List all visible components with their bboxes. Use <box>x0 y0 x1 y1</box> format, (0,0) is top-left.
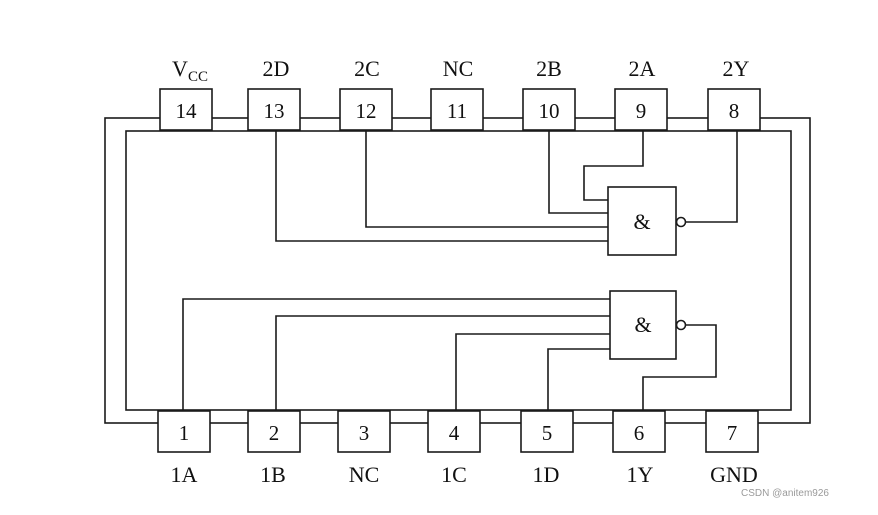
pin-number-7: 7 <box>727 421 738 445</box>
pin-label-14-sub: CC <box>188 69 208 85</box>
pin-number-1: 1 <box>179 421 190 445</box>
pin-number-3: 3 <box>359 421 370 445</box>
pin-box-5 <box>520 410 574 453</box>
wire-2A-input <box>583 130 644 201</box>
pin-box-9 <box>614 88 668 131</box>
pin-number-12: 12 <box>356 99 377 123</box>
wire-2D-input <box>275 130 608 242</box>
package-inner-outline <box>125 130 792 411</box>
pin-number-13: 13 <box>264 99 285 123</box>
gate-2-inverter-bubble <box>675 216 687 228</box>
pin-box-13 <box>247 88 301 131</box>
pin-label-4: 1C <box>441 462 467 487</box>
pin-box-2 <box>247 410 301 453</box>
watermark: CSDN @anitem926 <box>741 488 829 499</box>
pin-label-14: VCC <box>172 56 208 85</box>
pin-number-4: 4 <box>449 421 460 445</box>
gate-1-body <box>609 290 677 360</box>
wire-1D-input <box>547 348 610 411</box>
pin-box-12 <box>339 88 393 131</box>
pin-number-9: 9 <box>636 99 647 123</box>
pin-label-12: 2C <box>354 56 380 81</box>
pin-box-4 <box>427 410 481 453</box>
pin-label-13: 2D <box>263 56 290 81</box>
pin-label-2: 1B <box>260 462 286 487</box>
pin-label-7: GND <box>710 462 758 487</box>
wire-2C-input <box>365 130 608 228</box>
pin-label-3: NC <box>349 462 380 487</box>
pin-label-6: 1Y <box>627 462 654 487</box>
pin-label-8: 2Y <box>723 56 750 81</box>
pin-number-5: 5 <box>542 421 553 445</box>
pin-label-10: 2B <box>536 56 562 81</box>
gate-1-inverter-bubble <box>675 319 687 331</box>
pin-box-3 <box>337 410 391 453</box>
pin-number-6: 6 <box>634 421 645 445</box>
pin-label-9: 2A <box>629 56 656 81</box>
pin-number-8: 8 <box>729 99 740 123</box>
pin-box-7 <box>705 410 759 453</box>
wire-2Y-output <box>686 130 738 223</box>
pin-number-10: 10 <box>539 99 560 123</box>
pin-box-8 <box>707 88 761 131</box>
wire-1A-input <box>182 298 610 411</box>
gate-2-symbol: & <box>633 209 650 234</box>
pin-box-1 <box>157 410 211 453</box>
pin-box-14 <box>159 88 213 131</box>
wire-2B-input <box>548 130 608 214</box>
pin-label-1: 1A <box>171 462 198 487</box>
pin-box-11 <box>430 88 484 131</box>
wire-1C-input <box>455 333 610 411</box>
wire-1B-input <box>275 315 610 411</box>
wire-1Y-output <box>642 324 717 411</box>
gate-1-symbol: & <box>634 312 651 337</box>
pin-box-6 <box>612 410 666 453</box>
pin-number-2: 2 <box>269 421 280 445</box>
pin-number-11: 11 <box>447 99 467 123</box>
gate-2-body <box>607 186 677 256</box>
pin-number-14: 14 <box>176 99 198 123</box>
pin-label-11: NC <box>443 56 474 81</box>
pin-label-14-main: V <box>172 56 188 81</box>
pin-label-5: 1D <box>533 462 560 487</box>
